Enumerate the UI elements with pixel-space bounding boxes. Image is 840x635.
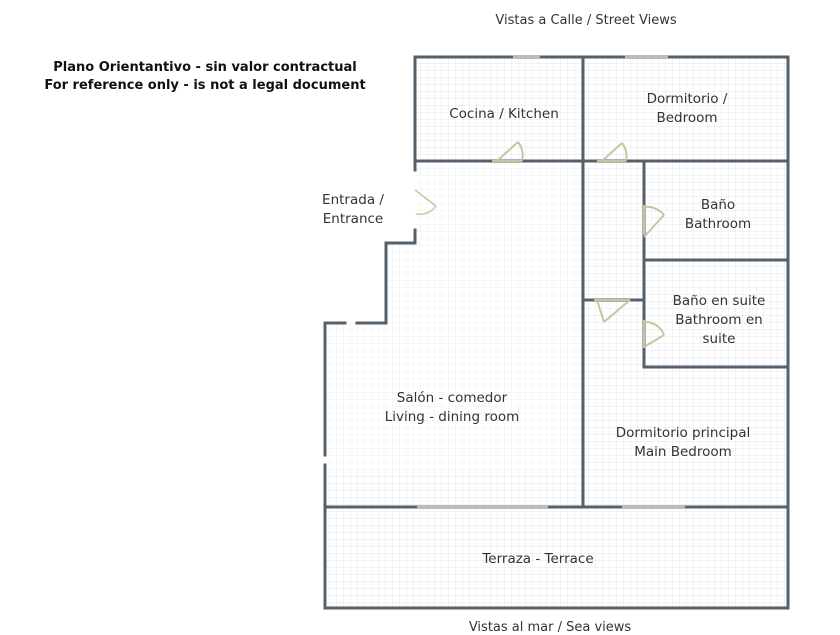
room-living-line-2: Living - dining room: [384, 409, 520, 425]
room-bathroom-line-2: Bathroom: [684, 216, 752, 232]
room-main-bedroom-line-2: Main Bedroom: [634, 444, 732, 460]
room-ensuite-line-3: suite: [702, 331, 736, 347]
windows: [417, 55, 685, 509]
room-entrance-line-2: Entrance: [322, 211, 384, 227]
room-bedroom-line-1: Dormitorio /: [646, 91, 728, 107]
disclaimer: Plano Orientantivo - sin valor contractu…: [44, 59, 365, 95]
room-entrance: Entrada / Entrance: [322, 191, 384, 229]
room-terrace: Terraza - Terrace: [482, 551, 594, 567]
room-ensuite-bathroom: Baño en suite Bathroom en suite: [673, 292, 766, 349]
room-bedroom: Dormitorio / Bedroom: [647, 90, 728, 128]
street-views-label: Vistas a Calle / Street Views: [495, 13, 677, 28]
room-main-bedroom: Dormitorio principal Main Bedroom: [616, 424, 750, 462]
disclaimer-line-2: For reference only - is not a legal docu…: [44, 78, 366, 93]
room-living-dining: Salón - comedor Living - dining room: [385, 389, 520, 427]
doors: [414, 141, 665, 348]
room-bathroom: Baño Bathroom: [685, 196, 751, 234]
room-main-bedroom-line-1: Dormitorio principal: [615, 425, 751, 441]
room-entrance-line-1: Entrada /: [322, 192, 384, 208]
room-ensuite-line-1: Baño en suite: [672, 293, 766, 309]
disclaimer-line-1: Plano Orientantivo - sin valor contractu…: [53, 60, 357, 75]
walls: [323, 55, 790, 610]
sea-views-label: Vistas al mar / Sea views: [468, 620, 632, 635]
room-bathroom-line-1: Baño: [700, 197, 736, 213]
room-bedroom-line-2: Bedroom: [656, 110, 718, 126]
room-ensuite-line-2: Bathroom en: [675, 312, 763, 328]
watermark: [265, 160, 575, 470]
room-living-line-1: Salón - comedor: [396, 390, 508, 406]
room-kitchen: Cocina / Kitchen: [449, 106, 559, 122]
floor-grid: [325, 57, 788, 608]
